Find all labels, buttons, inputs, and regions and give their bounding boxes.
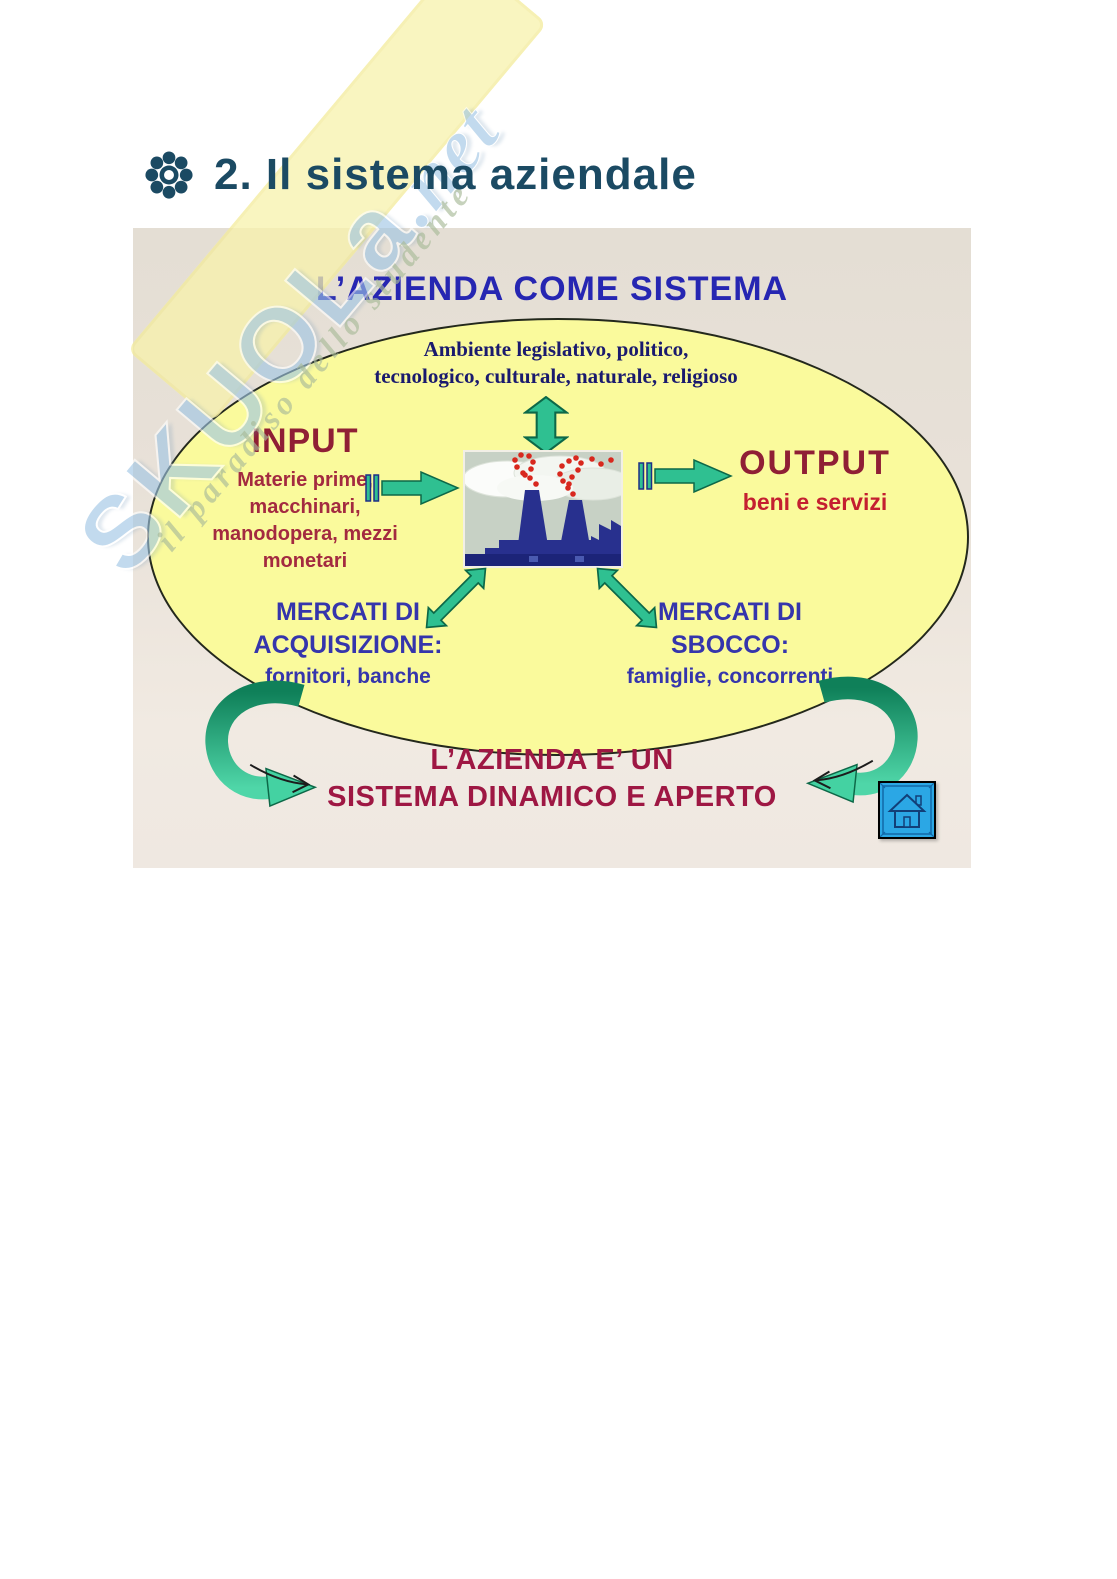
input-line-3: manodopera, mezzi (212, 523, 398, 545)
environment-line-2: tecnologico, culturale, naturale, religi… (374, 364, 738, 388)
input-label: INPUT (251, 422, 359, 460)
home-button[interactable] (878, 781, 936, 839)
environment-line-1: Ambiente legislativo, politico, (423, 337, 689, 361)
input-line-1: Materie prime, (237, 469, 373, 491)
outlet-diagonal-arrow-icon (596, 567, 658, 629)
page-title: 2. Il sistema aziendale (214, 150, 697, 199)
up-down-arrow-icon (523, 396, 569, 454)
footer-line-1: L’AZIENDA E’ UN (430, 744, 674, 776)
outlet-title-line-1: MERCATI DI (658, 598, 802, 626)
acquisition-diagonal-arrow-icon (425, 567, 487, 629)
outlet-title-line-2: SBOCCO: (670, 631, 790, 659)
page-header: 2. Il sistema aziendale (140, 146, 697, 204)
flower-gear-icon (145, 151, 193, 199)
output-flow-arrow-icon (638, 458, 733, 494)
footer-statement: L’AZIENDA E’ UN SISTEMA DINAMICO E APERT… (133, 742, 971, 816)
input-line-4: monetari (262, 550, 348, 572)
cycle-arrow-left-icon (205, 680, 318, 808)
acquisition-title-line-2: ACQUISIZIONE: (253, 631, 443, 659)
input-block: INPUT Materie prime, macchinari, manodop… (185, 422, 425, 575)
cycle-arrow-right-icon (805, 676, 918, 804)
acquisition-market-block: MERCATI DI ACQUISIZIONE: fornitori, banc… (198, 596, 498, 689)
slide-title: L’AZIENDA COME SISTEMA (315, 270, 789, 308)
outlet-market-block: MERCATI DI SBOCCO: famiglie, concorrenti (580, 596, 880, 689)
output-label: OUTPUT (739, 444, 891, 482)
output-block: OUTPUT beni e servizi (690, 444, 940, 516)
environment-label: Ambiente legislativo, politico, tecnolog… (256, 336, 856, 390)
acquisition-title-line-1: MERCATI DI (276, 598, 420, 626)
factory-illustration (463, 450, 623, 568)
smoke-dots (512, 452, 614, 497)
output-details: beni e servizi (742, 489, 888, 515)
input-flow-arrow-icon (365, 470, 460, 506)
input-details: Materie prime, macchinari, manodopera, m… (185, 467, 425, 575)
slide-panel: L’AZIENDA COME SISTEMA Ambiente legislat… (133, 228, 971, 868)
input-line-2: macchinari, (249, 496, 361, 518)
acquisition-detail: fornitori, banche (265, 665, 431, 688)
home-icon (880, 783, 934, 837)
footer-line-2: SISTEMA DINAMICO E APERTO (327, 781, 777, 813)
outlet-detail: famiglie, concorrenti (626, 665, 834, 688)
